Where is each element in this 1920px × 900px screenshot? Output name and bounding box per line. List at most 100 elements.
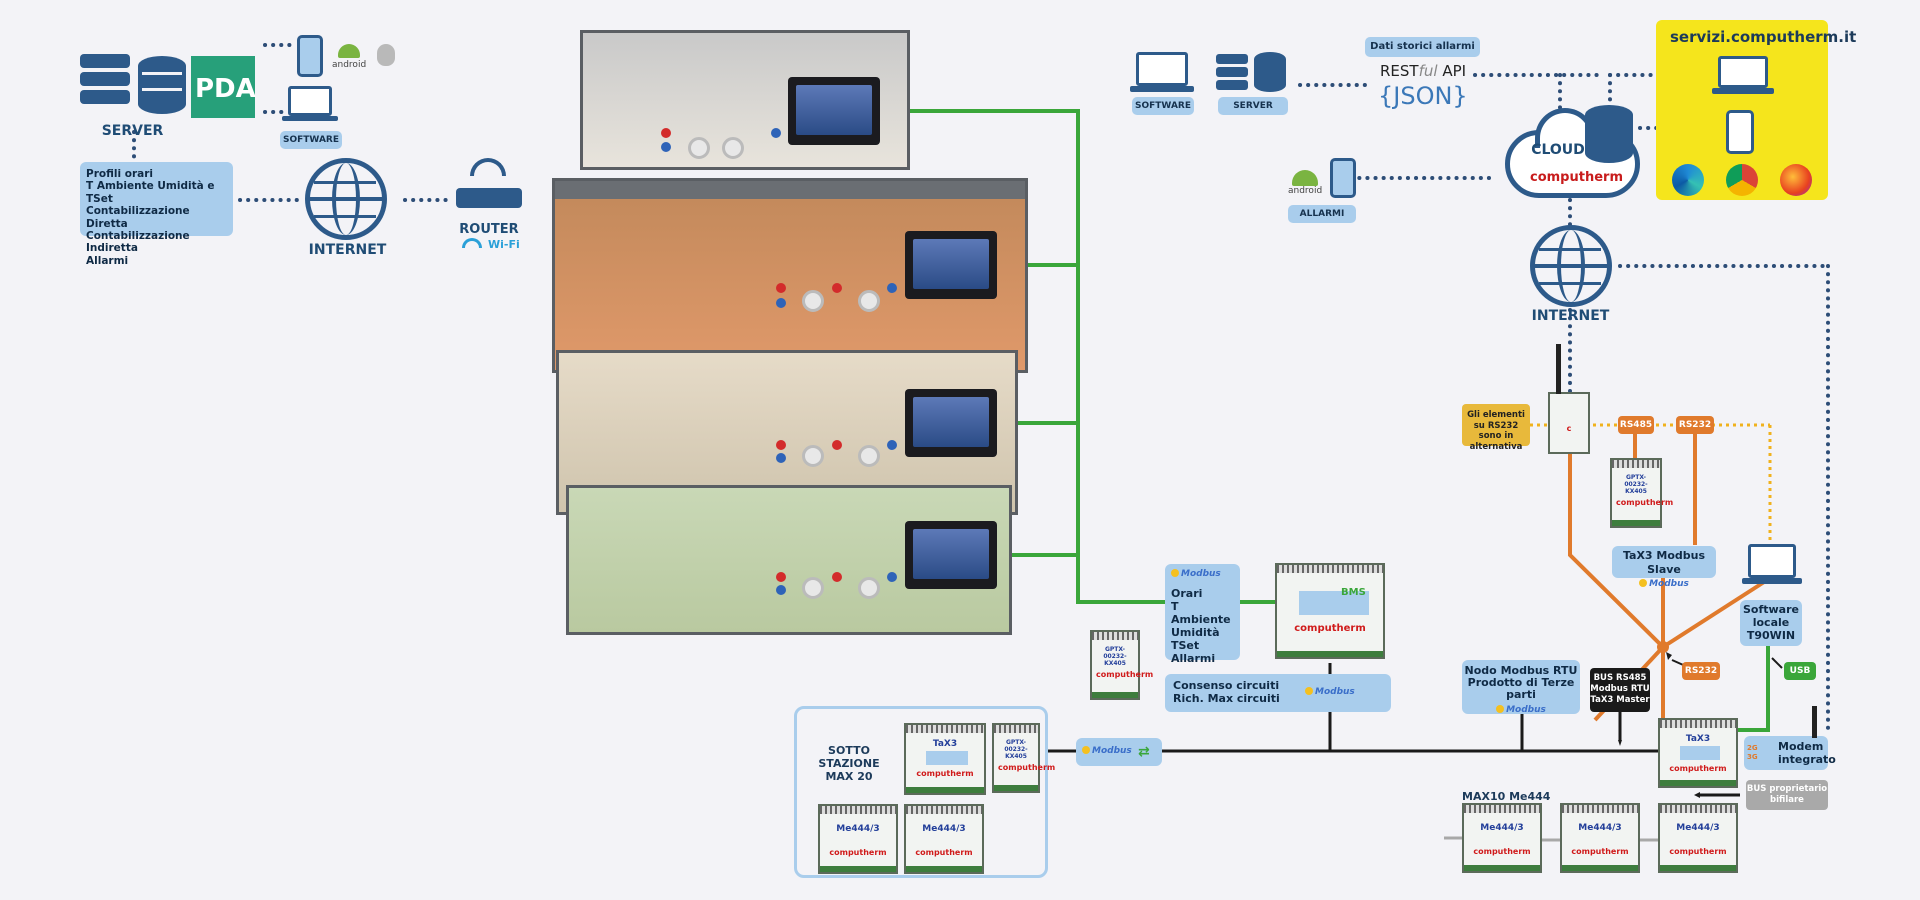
cloud-label: CLOUD xyxy=(1531,142,1585,158)
gprs-module-device: GPTX-00232-KX405 computherm xyxy=(1610,458,1673,528)
storici-label: Dati storici allarmi xyxy=(1365,37,1480,57)
android-icon xyxy=(338,44,360,58)
info-line-0: Profili orari xyxy=(86,168,153,180)
edge-icon xyxy=(1672,164,1704,196)
cold-indicator xyxy=(776,298,786,308)
globe-icon-left xyxy=(305,158,387,240)
rs232-tag-b: RS232 xyxy=(1682,662,1720,680)
hot-indicator xyxy=(776,440,786,450)
antenna-icon-modem xyxy=(1812,706,1817,738)
chrome-icon xyxy=(1726,164,1758,196)
meter xyxy=(802,290,824,312)
hot-indicator xyxy=(776,572,786,582)
me444-device: Me444/3 computherm xyxy=(1560,803,1640,873)
software-label-left: SOFTWARE xyxy=(280,131,342,149)
gprs-module-sotto: GPTX-00232-KX405 computherm xyxy=(992,723,1055,793)
laptop-icon xyxy=(282,86,338,126)
thermostat-panel-f1 xyxy=(905,389,997,457)
internet-label-left: INTERNET xyxy=(308,242,387,258)
database-icon xyxy=(138,56,186,118)
software-label-top: SOFTWARE xyxy=(1132,97,1194,115)
hot-indicator xyxy=(832,440,842,450)
rs232-note: Gli elementi su RS232 sono in alternativ… xyxy=(1462,404,1530,452)
nodo-modbus-panel: Nodo Modbus RTU Prodotto di Terze parti … xyxy=(1462,660,1580,715)
server-label-top: SERVER xyxy=(1218,97,1288,115)
router-icon xyxy=(456,158,522,216)
info-line-3: Contabilizzazione Indiretta xyxy=(86,230,190,255)
meter xyxy=(802,577,824,599)
rs232-tag-a: RS232 xyxy=(1676,416,1714,434)
sotto-label: SOTTO STAZIONE MAX 20 xyxy=(818,744,880,783)
laptop-icon-servizi xyxy=(1712,56,1774,98)
laptop-icon-local xyxy=(1742,544,1802,588)
usb-tag: USB xyxy=(1784,662,1816,680)
me444-device: Me444/3 computherm xyxy=(1658,803,1738,873)
modem-panel: 2G 3G Modem integrato xyxy=(1744,736,1836,770)
me444-device-sotto: Me444/3 computherm xyxy=(904,804,984,874)
info-line-1: T Ambiente Umidità e TSet xyxy=(86,180,215,205)
building-image xyxy=(548,30,1028,635)
rs485-tag: RS485 xyxy=(1618,416,1654,434)
info-line-2: Contabilizzazione Diretta xyxy=(86,205,190,230)
exchange-arrows-icon: ⇄ xyxy=(1138,744,1150,760)
allarmi-label: ALLARMI xyxy=(1288,205,1356,223)
laptop-icon-top xyxy=(1130,52,1194,96)
server-icon-top xyxy=(1216,54,1252,94)
info-panel: Profili orari T Ambiente Umidità e TSet … xyxy=(80,162,233,267)
router-label: ROUTER xyxy=(459,222,519,237)
wifi-label: Wi-Fi xyxy=(488,238,520,251)
cold-indicator xyxy=(661,142,671,152)
tax3-slave-label: TaX3 Modbus Slave Modbus xyxy=(1612,546,1716,589)
hot-indicator xyxy=(832,283,842,293)
phone-icon xyxy=(297,35,323,77)
tax3-device-sotto: TaX3 computherm xyxy=(904,723,986,795)
thermostat-panel-top xyxy=(788,77,880,145)
rest-api-logo: RESTful API xyxy=(1380,62,1467,80)
consenso-panel: Consenso circuiti Rich. Max circuiti Mod… xyxy=(1165,674,1391,712)
android-icon-top xyxy=(1292,170,1318,186)
cold-indicator xyxy=(887,283,897,293)
software-locale-label: Software locale T90WIN xyxy=(1740,600,1802,646)
cold-indicator xyxy=(771,128,781,138)
meter xyxy=(858,445,880,467)
bms-info-panel: Modbus Orari T Ambiente Umidità TSet All… xyxy=(1165,564,1240,665)
phone-icon-servizi xyxy=(1726,110,1754,154)
thermostat-panel-gf xyxy=(905,521,997,589)
cold-indicator xyxy=(887,572,897,582)
meter xyxy=(858,290,880,312)
bus-proprietario-box: BUS proprietario bifilare xyxy=(1746,780,1828,810)
modbus-link-pill: Modbus ⇄ xyxy=(1076,738,1162,766)
2g3g-icon: 2G 3G xyxy=(1747,744,1758,761)
android-label: android xyxy=(332,60,367,70)
tax3-master-device: TaX3 computherm xyxy=(1658,718,1738,788)
thermostat-panel-f2 xyxy=(905,231,997,299)
meter xyxy=(802,445,824,467)
globe-icon-right xyxy=(1530,225,1612,307)
me444-device-sotto: Me444/3 computherm xyxy=(818,804,898,874)
me444-device: Me444/3 computherm xyxy=(1462,803,1542,873)
meter xyxy=(688,137,710,159)
hot-indicator xyxy=(661,128,671,138)
server-label: SERVER xyxy=(101,123,164,139)
computherm-logo-cloud: computherm xyxy=(1530,170,1623,185)
servizi-label: servizi.computherm.it xyxy=(1670,28,1857,46)
cold-indicator xyxy=(887,440,897,450)
apple-icon xyxy=(377,44,395,66)
pda-logo: PDA xyxy=(191,56,256,118)
hot-indicator xyxy=(832,572,842,582)
json-logo: {JSON} xyxy=(1378,82,1468,110)
cold-indicator xyxy=(776,453,786,463)
bms-device: BMS computherm xyxy=(1275,563,1385,659)
meter xyxy=(722,137,744,159)
info-line-4: Allarmi xyxy=(86,254,129,267)
server-icon xyxy=(80,54,134,118)
meter xyxy=(858,577,880,599)
bus-rs485-box: BUS RS485 Modbus RTU TaX3 Master xyxy=(1590,668,1650,712)
phone-icon-top xyxy=(1330,158,1356,198)
database-icon-top xyxy=(1254,52,1286,92)
gsm-gateway-device: c xyxy=(1548,392,1590,454)
hot-indicator xyxy=(776,283,786,293)
gprs-module-mid: GPTX-00232-KX405 computherm xyxy=(1090,630,1153,700)
android-label-top: android xyxy=(1288,186,1323,196)
firefox-icon xyxy=(1780,164,1812,196)
